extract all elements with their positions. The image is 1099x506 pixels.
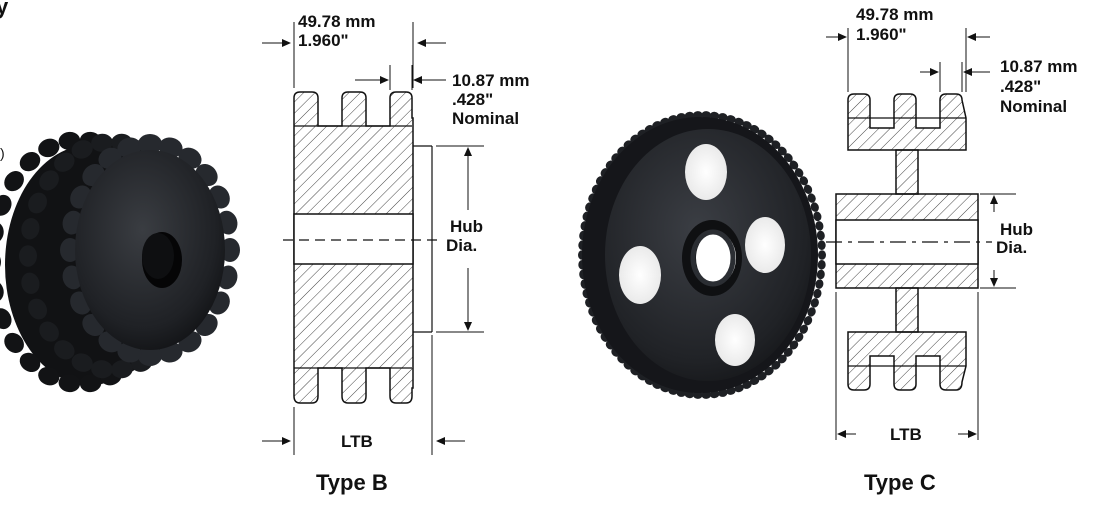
type-c-caption: Type C — [864, 470, 936, 495]
type-b-drawing: 49.78 mm 1.960" 10.87 mm .428" Nominal H… — [262, 12, 530, 495]
edge-fragment-left-mid: ) — [0, 145, 5, 161]
sprocket-tooth — [39, 321, 59, 342]
gear-tooth — [794, 168, 804, 178]
sprocket-tooth — [0, 280, 4, 302]
sprocket-tooth — [54, 340, 75, 360]
edge-fragment-top-left: y — [0, 0, 9, 19]
gear-tooth — [799, 176, 809, 186]
sprocket-tooth — [21, 272, 40, 295]
type-c-pitch-in: .428" — [1000, 77, 1041, 96]
sprocket-tooth — [60, 238, 80, 262]
gear-tooth — [742, 380, 752, 389]
sprocket-tooth — [38, 138, 60, 158]
gear-tooth — [789, 160, 799, 170]
type-c-width-in: 1.960" — [856, 25, 907, 44]
gear-tooth — [815, 279, 824, 289]
gear-tooth — [789, 340, 799, 350]
type-c-pitch-note: Nominal — [1000, 97, 1067, 116]
gear-tooth — [818, 250, 826, 260]
gear-tooth — [803, 316, 813, 326]
gear-tooth — [794, 332, 804, 342]
gear-tooth — [777, 354, 787, 364]
gear-tooth — [771, 360, 781, 370]
gear-tooth — [817, 260, 826, 270]
gear-tooth — [777, 146, 787, 156]
type-b-pitch-in: .428" — [452, 90, 493, 109]
gear-tooth — [783, 153, 793, 163]
type-b-ltb: LTB — [341, 432, 373, 451]
sprocket-tooth — [54, 152, 75, 172]
type-c-pitch-mm: 10.87 mm — [1000, 57, 1078, 76]
type-c-width-mm: 49.78 mm — [856, 5, 934, 24]
type-b-caption: Type B — [316, 470, 388, 495]
sprocket-tooth — [138, 346, 162, 366]
sprocket-tooth — [28, 298, 48, 320]
gear-tooth — [757, 129, 767, 139]
gear-tooth — [807, 193, 816, 203]
sprocket-tooth — [28, 192, 48, 214]
gear-tooth — [764, 134, 774, 144]
gear-tooth — [813, 211, 822, 222]
sprocket-tooth — [138, 134, 162, 154]
gear-tooth — [771, 140, 781, 150]
sprocket-tooth — [38, 366, 60, 386]
gear-tooth — [817, 240, 826, 250]
gear-tooth — [783, 347, 793, 357]
sprocket-tooth — [19, 245, 37, 267]
sprocket-tooth — [19, 352, 41, 373]
sprocket-tooth — [0, 194, 12, 216]
type-c-hub-label-2: Dia. — [996, 238, 1027, 257]
plate-gear-image — [578, 111, 826, 399]
gear-tooth — [764, 366, 774, 376]
sprocket-tooth — [71, 353, 93, 372]
sprocket-tooth — [91, 133, 113, 152]
sprocket-tooth — [0, 257, 1, 267]
triple-sprocket-image — [0, 131, 240, 393]
sprocket-tooth — [19, 151, 41, 172]
sprocket-tooth — [0, 308, 12, 330]
sprocket-tooth — [220, 238, 240, 262]
sprocket-tooth — [91, 360, 113, 379]
gear-tooth — [816, 230, 825, 241]
type-b-pitch-note: Nominal — [452, 109, 519, 128]
type-c-ltb: LTB — [890, 425, 922, 444]
sprocket-tooth — [79, 374, 102, 393]
gear-tooth — [815, 221, 824, 231]
type-c-hub-label-1: Hub — [1000, 220, 1033, 239]
sprocket-tooth — [58, 374, 81, 393]
type-b-hub-label-2: Dia. — [446, 236, 477, 255]
gear-tooth — [742, 121, 752, 130]
sprocket-tooth — [71, 140, 93, 159]
gear-tooth — [803, 184, 813, 194]
type-b-hub-label-1: Hub — [450, 217, 483, 236]
gear-tooth — [757, 371, 767, 381]
gear-tooth — [816, 269, 825, 280]
gear-tooth — [813, 288, 822, 299]
sprocket-tooth — [4, 332, 24, 353]
gear-tooth — [810, 298, 819, 308]
type-b-pitch-mm: 10.87 mm — [452, 71, 530, 90]
type-b-width-mm: 49.78 mm — [298, 12, 376, 31]
sprocket-tooth — [21, 217, 40, 240]
sprocket-tooth — [111, 360, 133, 379]
sprocket-tooth — [39, 170, 59, 191]
sprocket-tooth — [0, 222, 4, 244]
type-b-width-in: 1.960" — [298, 31, 349, 50]
gear-tooth — [799, 324, 809, 334]
gear-tooth — [810, 202, 819, 212]
type-c-drawing: 49.78 mm 1.960" 10.87 mm .428" Nominal H… — [826, 5, 1078, 495]
sprocket-tooth — [4, 171, 24, 192]
gear-tooth — [807, 307, 816, 317]
